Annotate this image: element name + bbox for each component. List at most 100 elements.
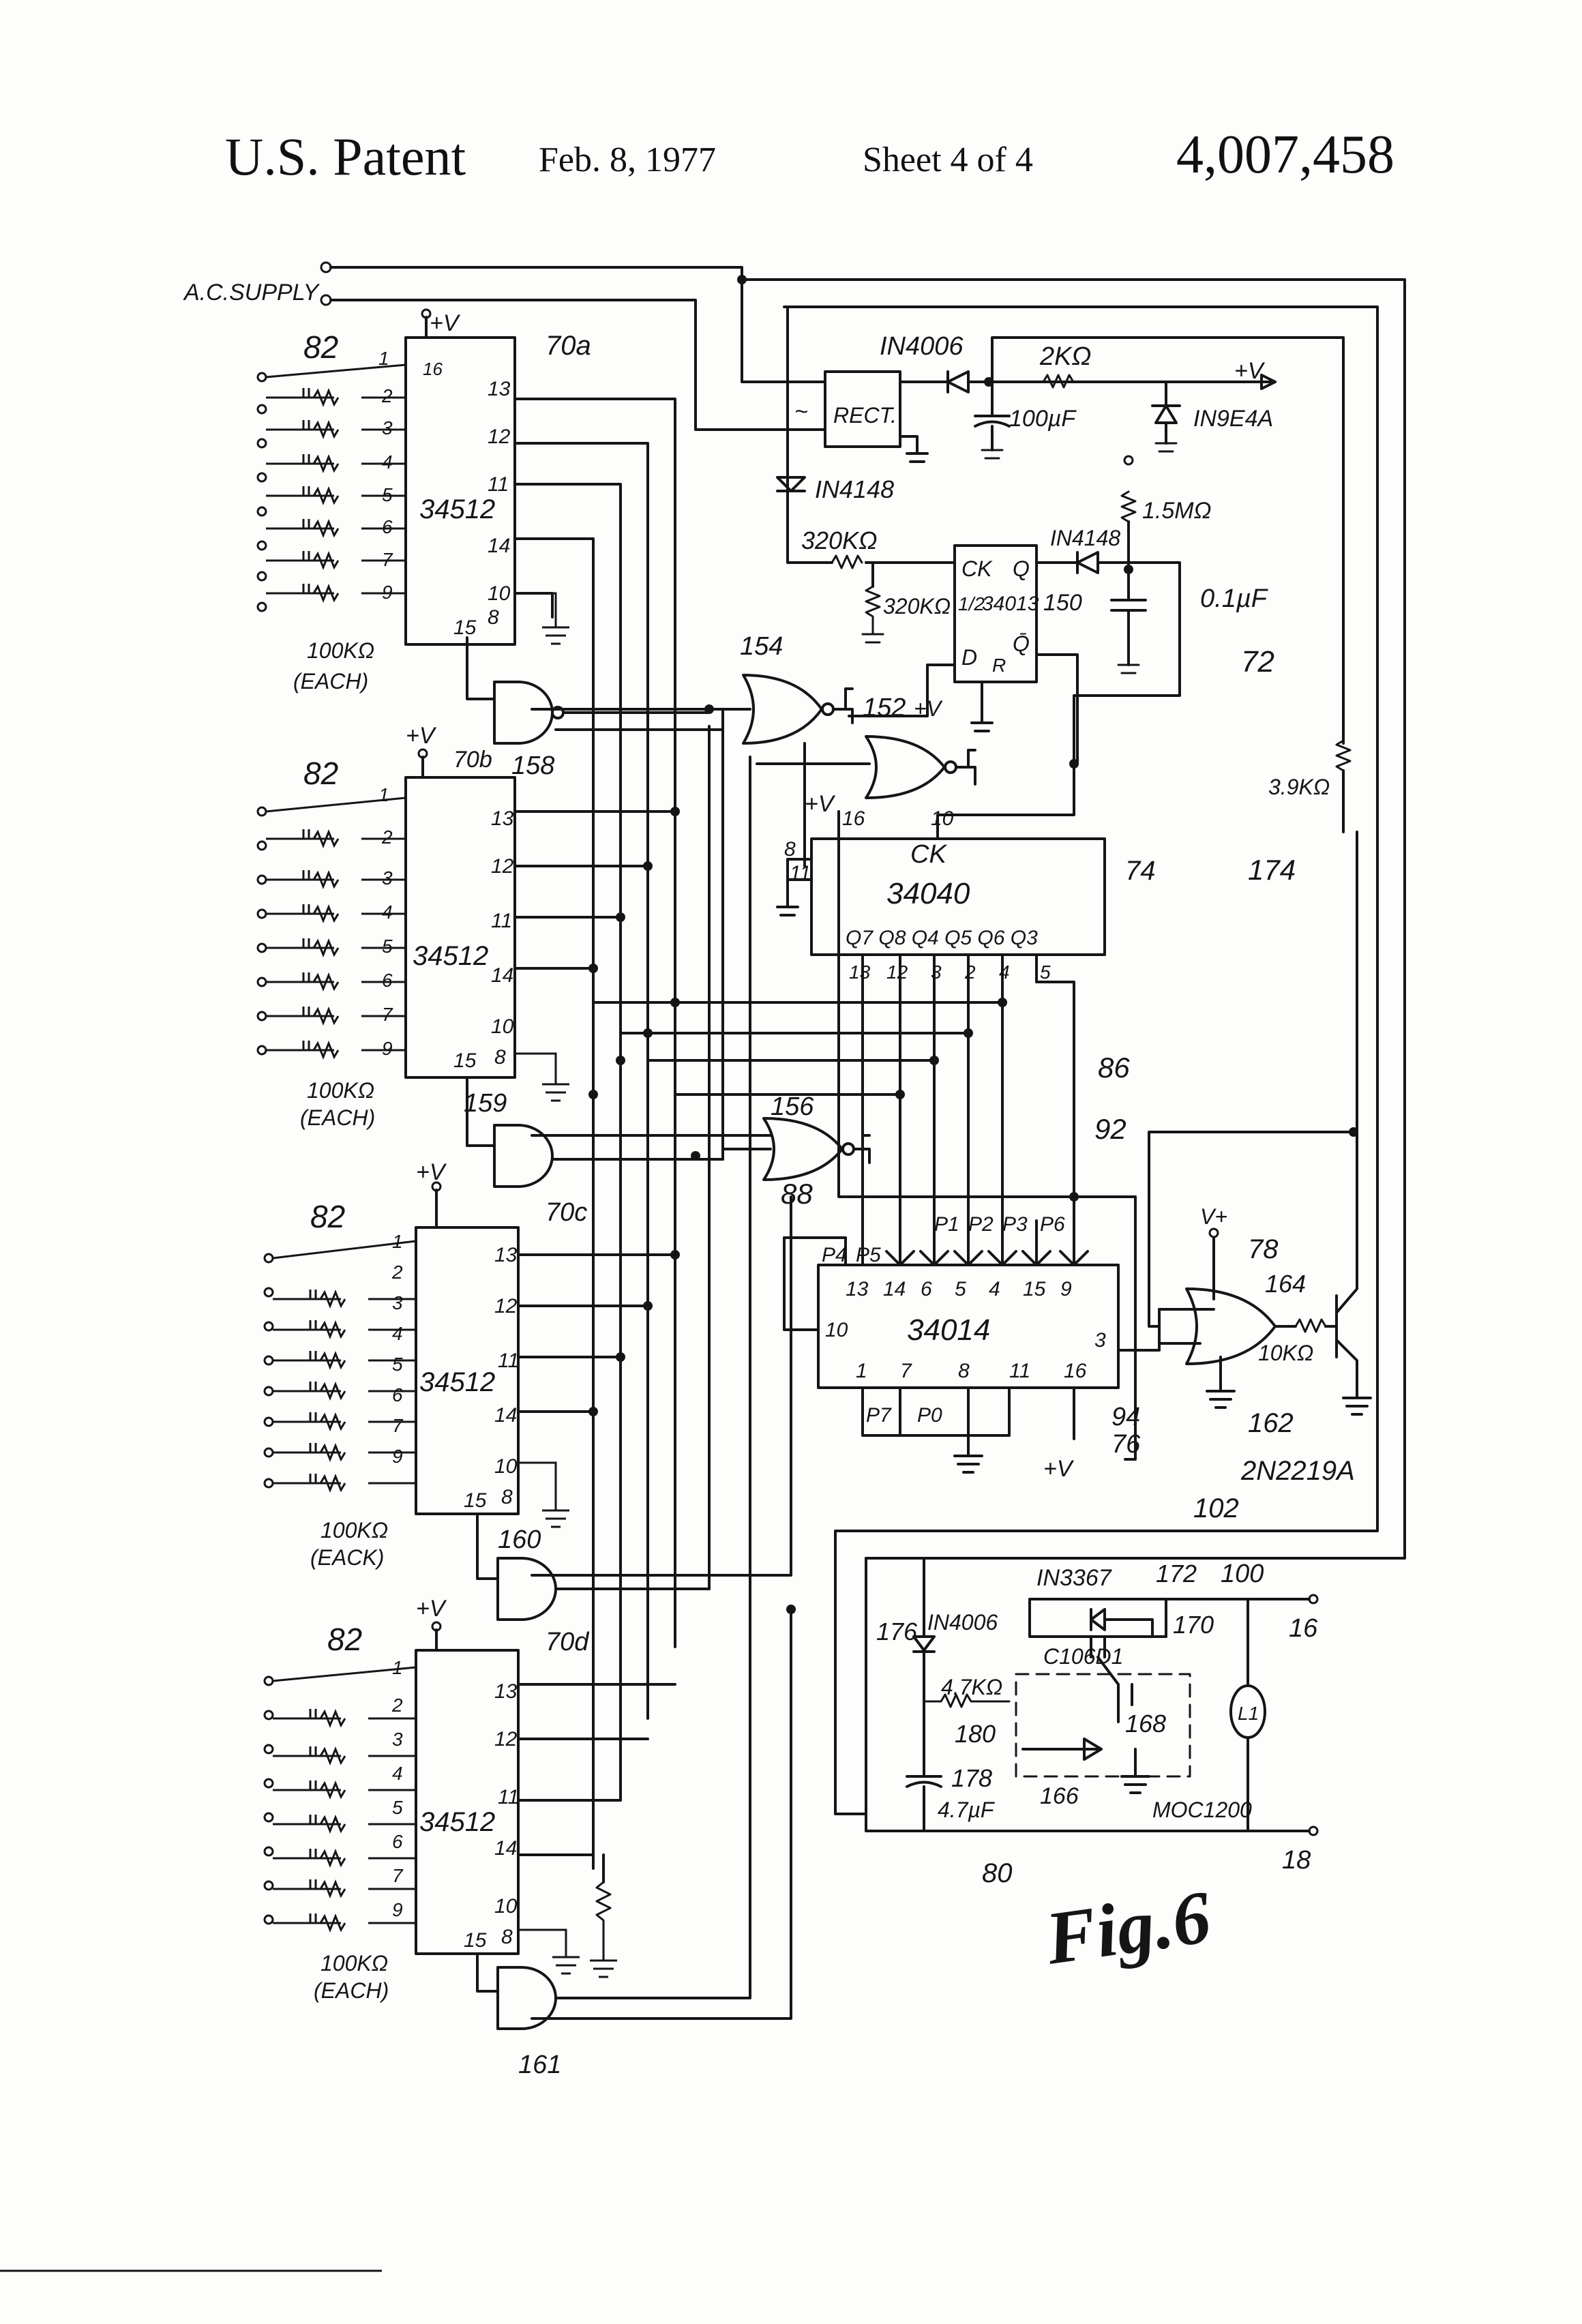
- label-2k: 2KΩ: [1039, 342, 1091, 371]
- label-rect: RECT.: [833, 403, 897, 428]
- ref-162: 162: [1248, 1408, 1294, 1438]
- label-plus-v-c: +V: [416, 1159, 447, 1185]
- label-320k-b: 320KΩ: [883, 594, 951, 619]
- ref-161: 161: [518, 2051, 561, 2079]
- label-plus-v-shift: +V: [1043, 1456, 1075, 1482]
- nor-gates: [708, 674, 976, 1181]
- pin-b-10: 10: [491, 1015, 514, 1038]
- header-sheet: Sheet 4 of 4: [863, 140, 1033, 179]
- ff-half: 1/2: [958, 593, 985, 614]
- label-each-b: (EACH): [300, 1105, 375, 1130]
- pin-c-11: 11: [498, 1350, 519, 1372]
- pin-c-12: 12: [494, 1295, 518, 1317]
- ref-82-b: 82: [303, 756, 338, 791]
- pin-c-15: 15: [464, 1489, 487, 1512]
- label-plus-v-d: +V: [416, 1596, 447, 1622]
- header-patent-number: 4,007,458: [1176, 125, 1394, 185]
- ref-156: 156: [771, 1092, 814, 1121]
- label-10k: 10KΩ: [1258, 1341, 1313, 1365]
- pin-a-15: 15: [453, 616, 477, 639]
- label-0-1uf: 0.1µF: [1200, 584, 1268, 613]
- ref-70d: 70d: [546, 1628, 590, 1656]
- ref-170: 170: [1173, 1611, 1214, 1639]
- ff-chip: 34013: [982, 593, 1039, 615]
- label-p4: P4: [822, 1244, 847, 1266]
- counter-pin-11: 11: [790, 862, 811, 884]
- ref-168: 168: [1125, 1710, 1166, 1738]
- chip-label-d: 34512: [419, 1807, 495, 1837]
- label-in4006: IN4006: [880, 332, 964, 361]
- ref-72: 72: [1241, 645, 1274, 679]
- shift-pin-14: 14: [883, 1278, 906, 1300]
- label-plus-v-a: +V: [430, 310, 461, 336]
- counter-pin-3: 3: [931, 962, 942, 983]
- pin-a-3: 3: [382, 417, 393, 438]
- pin-b-2: 2: [381, 826, 393, 848]
- pin-d-11: 11: [498, 1786, 519, 1808]
- pin-b-1: 1: [378, 784, 389, 805]
- label-plus-v-b: +V: [406, 723, 437, 749]
- chip-70a: [404, 336, 516, 646]
- ref-178: 178: [951, 1764, 992, 1792]
- label-p5: P5: [856, 1244, 881, 1266]
- ref-94: 94: [1111, 1403, 1140, 1431]
- counter-pin-13: 13: [849, 962, 871, 983]
- label-100k-c: 100KΩ: [320, 1518, 388, 1543]
- counter-pin-2: 2: [964, 962, 976, 983]
- ref-150: 150: [1043, 590, 1082, 616]
- ref-78: 78: [1248, 1234, 1279, 1264]
- shift-pin-4: 4: [989, 1278, 1000, 1300]
- labels: A.C.SUPPLY +V +V +V +V +V +V +V +V V+ 34…: [183, 280, 1355, 2079]
- resistor-glyphs: [302, 387, 346, 1933]
- shift-pin-15: 15: [1023, 1278, 1046, 1300]
- pin-b-3: 3: [382, 867, 393, 889]
- counter-pin-12: 12: [886, 962, 908, 983]
- label-p1: P1: [934, 1213, 959, 1236]
- counter-pin-16: 16: [842, 807, 865, 830]
- pin-d-8: 8: [501, 1926, 513, 1948]
- ref-154: 154: [740, 632, 783, 661]
- pin-d-12: 12: [494, 1728, 518, 1751]
- pin-c-5: 5: [392, 1354, 403, 1375]
- shift-pin-10: 10: [825, 1319, 848, 1341]
- shift-pin-3: 3: [1094, 1329, 1106, 1352]
- ref-180: 180: [955, 1720, 996, 1748]
- label-each-d: (EACH): [314, 1978, 389, 2003]
- pin-b-13: 13: [491, 807, 514, 830]
- counter-chip: 34040: [886, 877, 970, 910]
- label-each-a: (EACH): [293, 669, 368, 694]
- label-2n2219a: 2N2219A: [1240, 1456, 1355, 1486]
- header-patent: U.S. Patent: [225, 127, 466, 186]
- pin-c-7: 7: [392, 1415, 404, 1436]
- ref-158: 158: [511, 751, 554, 780]
- pin-c-10: 10: [494, 1455, 518, 1478]
- pin-a-14: 14: [488, 535, 510, 557]
- ref-82-c: 82: [310, 1199, 345, 1234]
- input-rows: [265, 363, 417, 1924]
- pin-a-4: 4: [382, 451, 393, 473]
- pin-d-9: 9: [392, 1899, 403, 1920]
- label-in4148-a: IN4148: [815, 475, 894, 503]
- ref-70c: 70c: [546, 1198, 587, 1227]
- ref-102: 102: [1193, 1493, 1239, 1523]
- ff-qbar: Q̄: [1013, 631, 1030, 656]
- pin-a-13: 13: [488, 378, 511, 400]
- ref-100: 100: [1221, 1560, 1264, 1588]
- shift-pin-16: 16: [1064, 1360, 1087, 1382]
- ref-164: 164: [1265, 1270, 1306, 1298]
- ref-18: 18: [1282, 1846, 1311, 1875]
- pin-d-1: 1: [392, 1657, 403, 1678]
- label-moc1200: MOC1200: [1152, 1798, 1252, 1822]
- shift-pin-5: 5: [955, 1278, 966, 1300]
- counter-34040: [776, 762, 1106, 1222]
- shift-pin-6: 6: [921, 1278, 932, 1300]
- label-320k-a: 320KΩ: [801, 526, 877, 554]
- cross-bus-lines: [531, 708, 1004, 1638]
- pin-b-15: 15: [453, 1049, 477, 1072]
- pin-b-4: 4: [382, 902, 393, 923]
- counter-pins: Q7 Q8 Q4 Q5 Q6 Q3: [846, 927, 1038, 949]
- label-lamp: L1: [1238, 1703, 1259, 1724]
- ff-ck: CK: [961, 556, 993, 581]
- pin-a-2: 2: [381, 385, 393, 406]
- label-v-plus: V+: [1200, 1204, 1227, 1229]
